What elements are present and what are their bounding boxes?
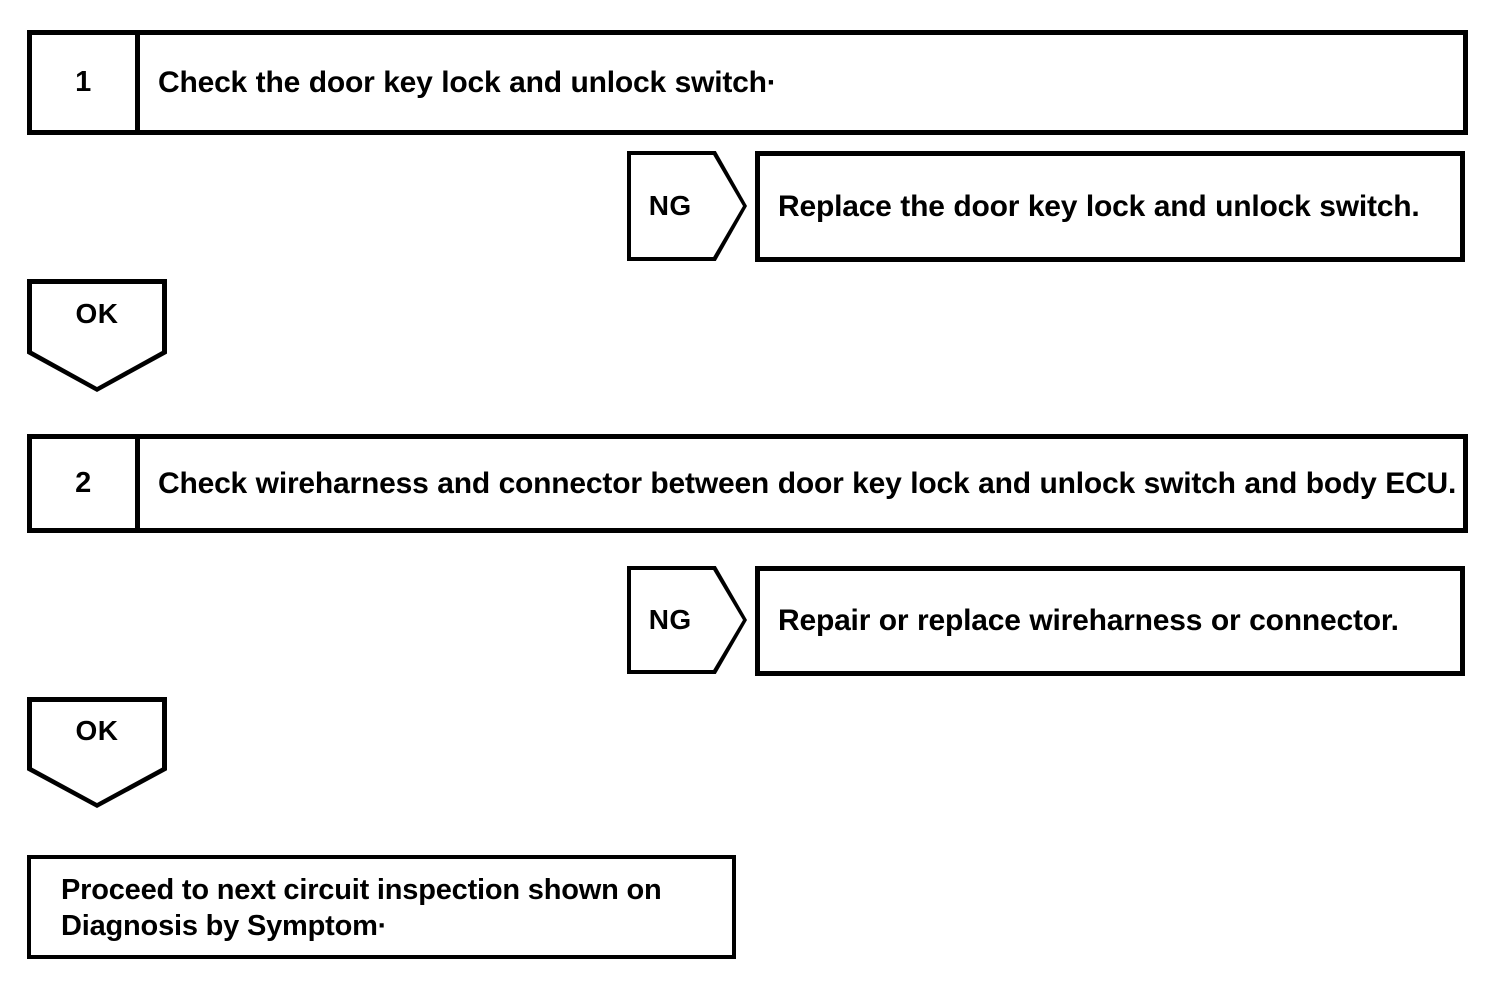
pass-1-ok-pentagon: OK <box>27 279 167 392</box>
terminal-text: Proceed to next circuit inspection shown… <box>61 874 662 942</box>
step-1-number: 1 <box>32 35 140 130</box>
pass-1-ok-label: OK <box>75 298 119 330</box>
pass-2-ok-label: OK <box>75 715 119 747</box>
branch-2-action-text: Repair or replace wireharness or connect… <box>778 604 1399 637</box>
branch-1-action-box: Replace the door key lock and unlock swi… <box>755 151 1465 262</box>
branch-1-ng-pentagon: NG <box>627 151 747 261</box>
branch-2-action-box: Repair or replace wireharness or connect… <box>755 566 1465 676</box>
terminal-box: Proceed to next circuit inspection shown… <box>27 855 736 959</box>
branch-1-action-text: Replace the door key lock and unlock swi… <box>778 189 1420 223</box>
pass-2-ok-pentagon: OK <box>27 697 167 808</box>
step-2-instruction: Check wireharness and connector between … <box>158 466 1457 500</box>
step-1-instruction: Check the door key lock and unlock switc… <box>158 65 777 99</box>
step-2-box: 2 Check wireharness and connector betwee… <box>27 434 1468 533</box>
branch-1-ng-label: NG <box>648 190 692 221</box>
branch-2-ng-label: NG <box>648 604 692 635</box>
step-2-number: 2 <box>32 439 140 528</box>
branch-2-ng-pentagon: NG <box>627 566 747 674</box>
step-1-box: 1 Check the door key lock and unlock swi… <box>27 30 1468 135</box>
